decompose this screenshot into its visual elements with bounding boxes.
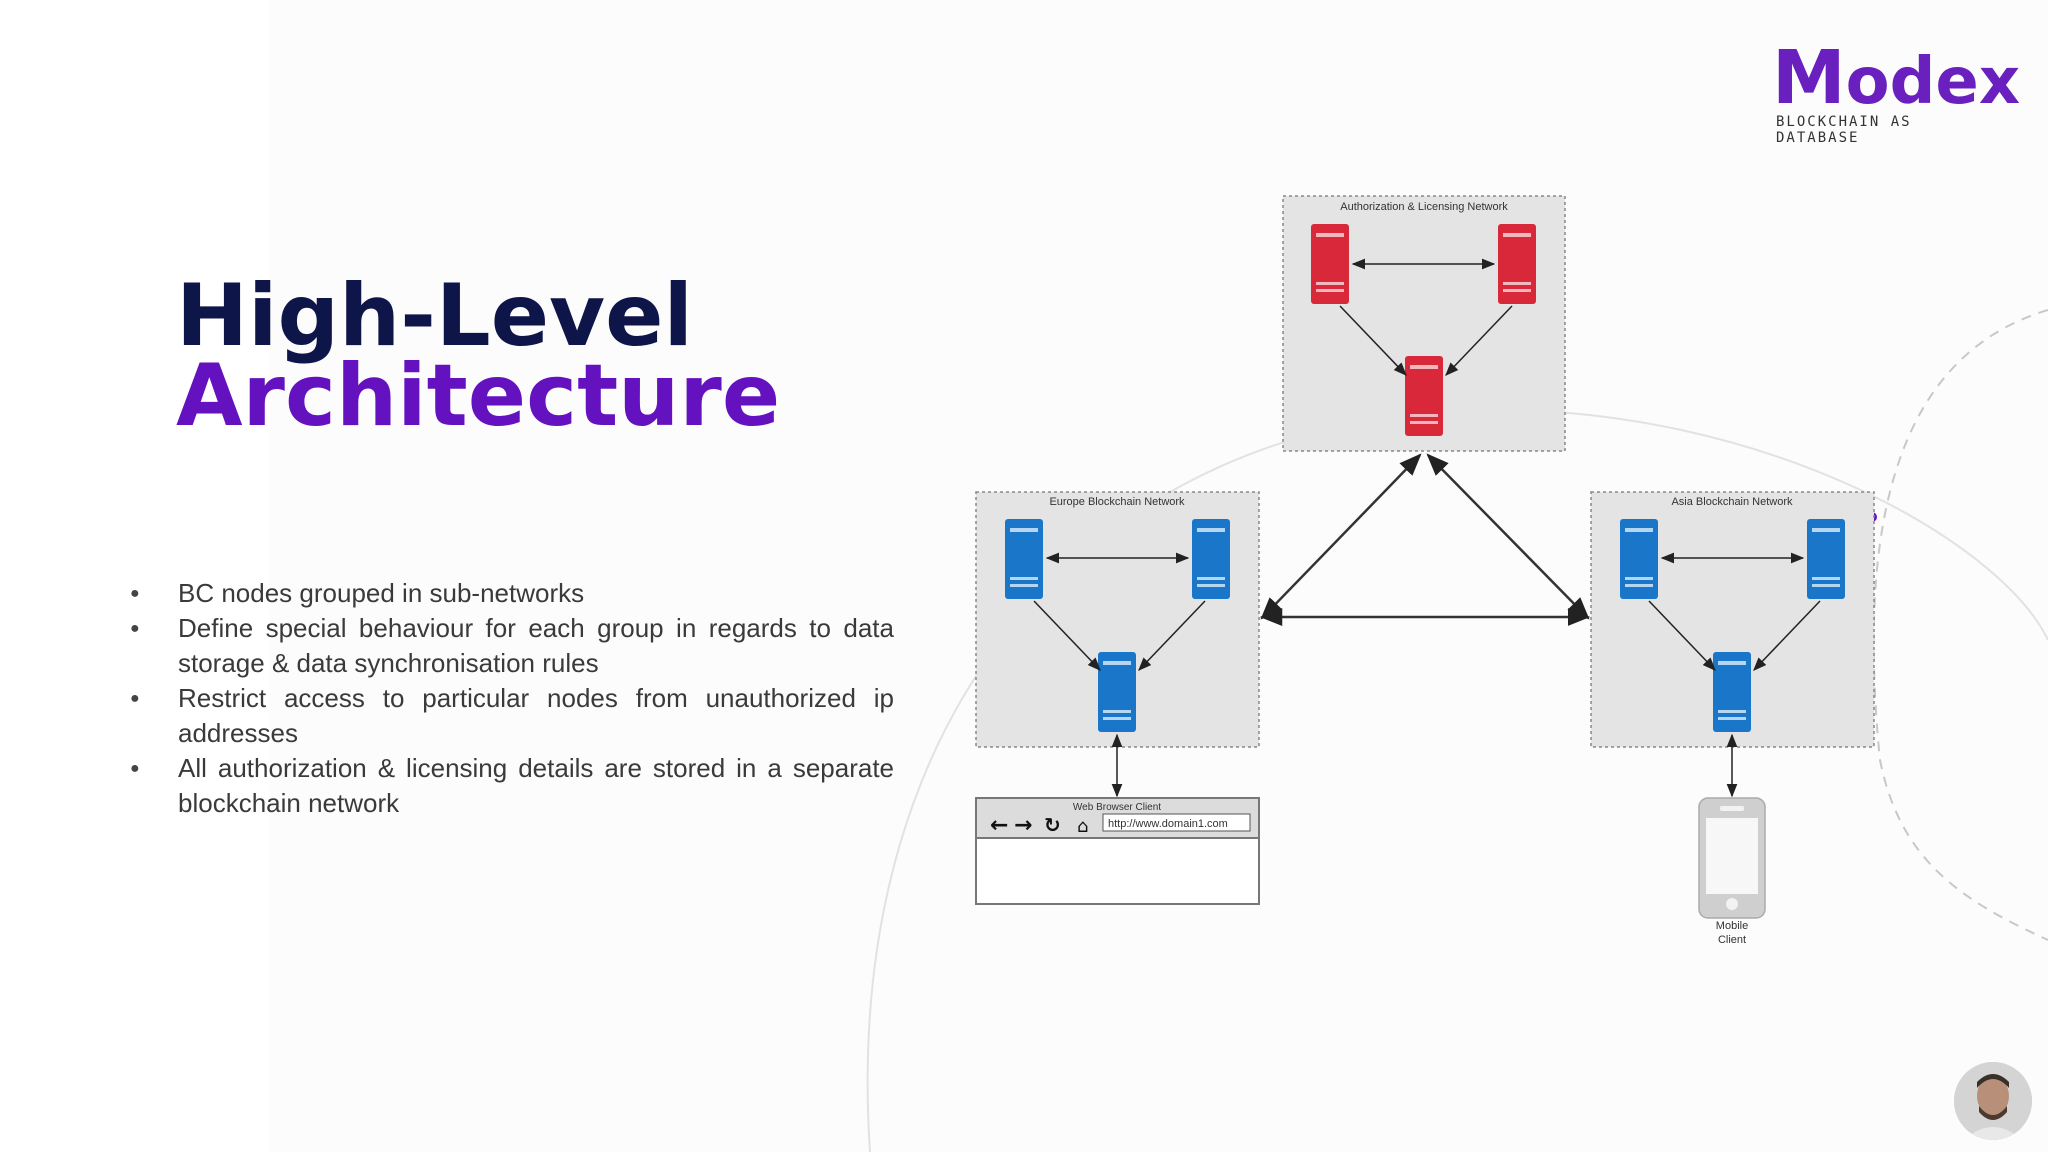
browser-url-bar (1102, 813, 1251, 832)
web-browser-client: Web Browser Client ← → ↻ ⌂ http://www.do… (975, 797, 1260, 905)
server-icon (1713, 652, 1751, 732)
mobile-label-line1: Mobile (1716, 920, 1748, 932)
inter-network-link (1260, 453, 1422, 620)
presenter-photo (1954, 1062, 2032, 1140)
logo-tagline: BLOCKCHAIN AS DATABASE (1776, 114, 1912, 146)
phone-speaker (1720, 806, 1744, 811)
modex-logo: Modex BLOCKCHAIN AS DATABASE (1772, 38, 2020, 146)
browser-url-text: http://www.domain1.com (1108, 818, 1228, 830)
bullet-item: Restrict access to particular nodes from… (130, 681, 894, 751)
server-icon (1098, 652, 1136, 732)
server-icon (1005, 519, 1043, 599)
server-icon (1192, 519, 1230, 599)
server-icon (1311, 224, 1349, 304)
bullet-item: Define special behaviour for each group … (130, 611, 894, 681)
server-icon (1498, 224, 1536, 304)
connector (1339, 305, 1407, 376)
phone-home-button (1726, 898, 1738, 910)
server-icon (1807, 519, 1845, 599)
bullet-item: All authorization & licensing details ar… (130, 751, 894, 821)
browser-label: Web Browser Client (1073, 802, 1161, 813)
back-arrow-icon: ← (990, 813, 1008, 838)
europe-network-label: Europe Blockchain Network (1049, 496, 1185, 508)
forward-arrow-icon: → (1014, 813, 1032, 838)
mobile-client: Mobile Client (1698, 797, 1766, 946)
logo-m-letter: M (1772, 35, 1846, 121)
auth-network-label: Authorization & Licensing Network (1340, 201, 1508, 213)
europe-network-group: Europe Blockchain Network (975, 491, 1260, 748)
logo-wordmark-rest: odex (1845, 45, 2021, 119)
reload-icon: ↻ (1044, 813, 1061, 837)
connector (1648, 600, 1716, 671)
server-icon (1620, 519, 1658, 599)
auth-network-group: Authorization & Licensing Network (1282, 195, 1566, 452)
logo-wordmark: Modex (1772, 38, 2020, 122)
asia-network-group: Asia Blockchain Network (1590, 491, 1875, 748)
avatar (1954, 1062, 2032, 1140)
title-line-1: High-Level (176, 266, 693, 366)
mobile-label-line2: Client (1718, 934, 1746, 946)
inter-network-link (1426, 453, 1590, 620)
connector (1753, 600, 1821, 671)
bullet-list: BC nodes grouped in sub-networks Define … (130, 576, 894, 821)
page-title: High-Level Architecture (176, 266, 781, 446)
bullet-item: BC nodes grouped in sub-networks (130, 576, 894, 611)
phone-screen (1706, 818, 1758, 894)
title-line-2: Architecture (176, 346, 781, 446)
server-icon (1405, 356, 1443, 436)
asia-network-label: Asia Blockchain Network (1671, 496, 1793, 508)
background-dashed-arc (1872, 309, 2048, 941)
connector (1033, 600, 1101, 671)
connector (1445, 305, 1513, 376)
connector (1138, 600, 1206, 671)
home-icon: ⌂ (1077, 816, 1088, 837)
